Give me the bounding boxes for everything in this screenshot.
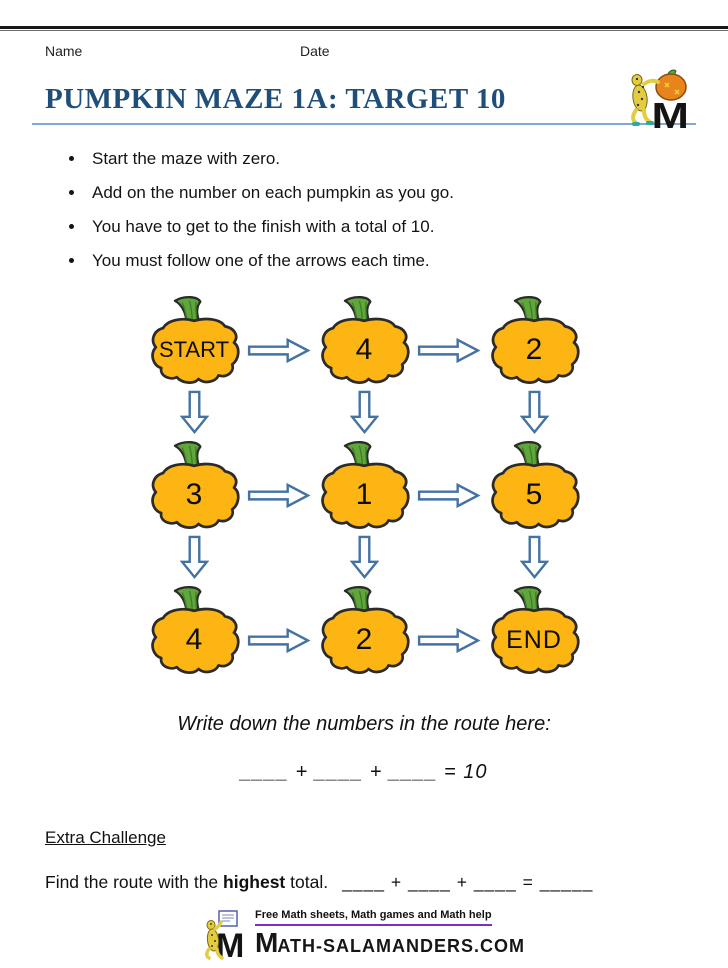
footer-site-text: MATH-SALAMANDERS.COM (255, 927, 525, 959)
pumpkin-label: 5 (525, 478, 543, 511)
math-salamanders-logo: M (631, 69, 689, 134)
pumpkin-label: END (506, 626, 562, 654)
footer-text: Free Math sheets, Math games and Math he… (255, 909, 525, 959)
maze-gap (414, 534, 484, 579)
route-prompt: Write down the numbers in the route here… (177, 713, 551, 735)
title-underline (32, 123, 696, 125)
pumpkin-r1c0: 3 (144, 434, 244, 534)
pumpkin-maze: START 4 2 3 1 5 (0, 289, 728, 679)
extra-challenge-heading: Extra Challenge (45, 828, 166, 847)
arrow-down-cell (314, 389, 414, 434)
pumpkin-label: 1 (355, 478, 373, 511)
arrow-down-icon (350, 535, 378, 579)
route-equation: ____ + ____ + ____ = 10 (240, 761, 488, 783)
maze-gap (244, 534, 314, 579)
arrow-right-icon (417, 483, 480, 508)
logo-salamander (631, 74, 660, 126)
arrow-right-cell (414, 289, 484, 389)
arrow-right-icon (417, 628, 480, 653)
instruction-item: Add on the number on each pumpkin as you… (86, 183, 728, 203)
pumpkin-r0c1: 4 (314, 289, 414, 389)
arrow-down-icon (520, 535, 548, 579)
extra-equation: ____ + ____ + ____ = _____ (342, 872, 594, 892)
instruction-item: You have to get to the finish with a tot… (86, 217, 728, 237)
pumpkin-r2c1: 2 (314, 579, 414, 679)
pumpkin-end: END (484, 579, 584, 679)
footer-tagline: Free Math sheets, Math games and Math he… (255, 909, 492, 926)
header-row: Name Date (0, 43, 728, 61)
arrow-down-icon (520, 390, 548, 434)
arrow-down-cell (484, 534, 584, 579)
arrow-right-icon (417, 338, 480, 363)
find-route-prefix: Find the route with the (45, 872, 224, 892)
logo-m-letter: M (652, 95, 689, 134)
arrow-right-cell (244, 289, 314, 389)
arrow-right-icon (247, 483, 310, 508)
footer: M Free Math sheets, Math games and Math … (0, 909, 728, 961)
date-label: Date (300, 43, 330, 59)
pumpkin-r1c2: 5 (484, 434, 584, 534)
arrow-right-cell (414, 579, 484, 679)
arrow-down-icon (180, 390, 208, 434)
arrow-down-cell (144, 389, 244, 434)
arrow-down-cell (484, 389, 584, 434)
pumpkin-label: 4 (185, 623, 203, 656)
pumpkin-label: 4 (355, 333, 373, 366)
arrow-down-icon (180, 535, 208, 579)
arrow-down-cell (314, 534, 414, 579)
arrow-right-cell (244, 434, 314, 534)
footer-site-initial: M (255, 927, 278, 958)
top-divider (0, 26, 728, 31)
arrow-right-icon (247, 628, 310, 653)
arrow-right-cell (414, 434, 484, 534)
pumpkin-label: 2 (525, 333, 543, 366)
instruction-item: You must follow one of the arrows each t… (86, 251, 728, 271)
maze-gap (244, 389, 314, 434)
math-salamanders-footer-logo: M (205, 910, 244, 961)
arrow-right-icon (247, 338, 310, 363)
footer-site-rest: ATH-SALAMANDERS.COM (277, 936, 525, 956)
pumpkin-r0c2: 2 (484, 289, 584, 389)
find-route-line: Find the route with the highest total. __… (45, 872, 728, 893)
find-route-bold: highest (223, 872, 286, 892)
arrow-right-cell (244, 579, 314, 679)
instruction-item: Start the maze with zero. (86, 149, 728, 169)
arrow-down-icon (350, 390, 378, 434)
find-route-suffix: total. (285, 872, 329, 892)
logo-pumpkin (655, 73, 687, 101)
pumpkin-label: 3 (185, 478, 203, 511)
instructions-list: Start the maze with zero. Add on the num… (86, 149, 728, 271)
pumpkin-r1c1: 1 (314, 434, 414, 534)
maze-gap (414, 389, 484, 434)
arrow-down-cell (144, 534, 244, 579)
pumpkin-r2c0: 4 (144, 579, 244, 679)
page-title: PUMPKIN MAZE 1A: TARGET 10 (45, 83, 506, 115)
name-label: Name (45, 43, 83, 59)
pumpkin-label: 2 (355, 623, 373, 656)
pumpkin-label: START (158, 337, 230, 362)
pumpkin-start: START (144, 289, 244, 389)
